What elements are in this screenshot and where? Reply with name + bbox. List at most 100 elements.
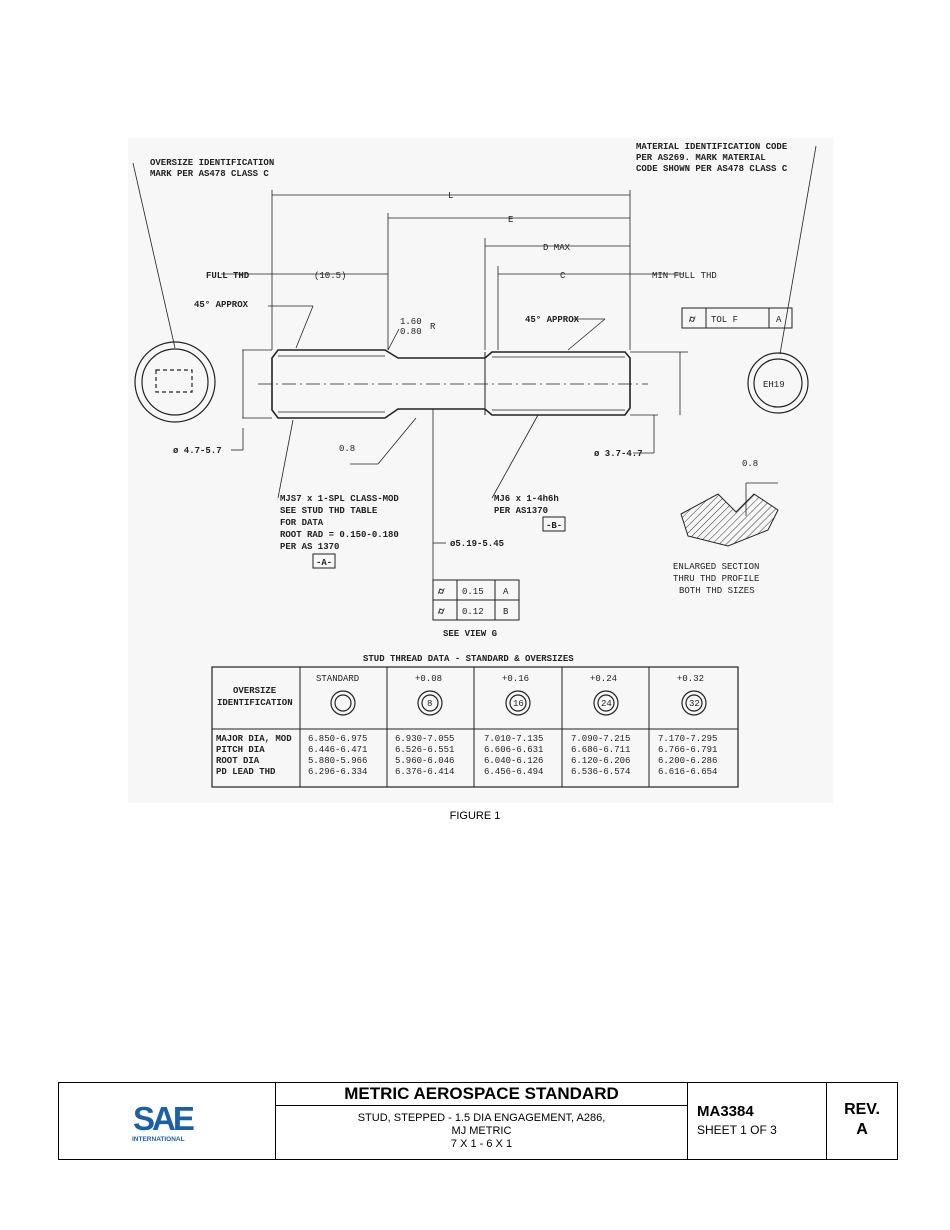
revision-value: A [856, 1121, 868, 1138]
description-line-1: STUD, STEPPED - 1.5 DIA ENGAGEMENT, A286… [357, 1112, 606, 1124]
thread-right-2: PER AS1370 [494, 506, 548, 516]
table-col-standard: STANDARD [316, 674, 359, 684]
enlarged-1: ENLARGED SECTION [673, 562, 759, 572]
table-cell: 6.200-6.286 [658, 756, 717, 766]
table-cell: 6.686-6.711 [571, 745, 630, 755]
radius-top: 1.60 [400, 317, 422, 327]
datum-a: -A- [316, 558, 332, 568]
dia-mid: ø5.19-5.45 [450, 539, 504, 549]
oversize-note-line2: MARK PER AS478 CLASS C [150, 169, 269, 179]
stud-body [258, 349, 648, 419]
marker-8: 8 [427, 699, 432, 709]
tol-box-label: TOL F [711, 315, 738, 325]
revision-block: REV. A [827, 1083, 897, 1140]
table-cell: 6.616-6.654 [658, 767, 717, 777]
standard-title: METRIC AEROSPACE STANDARD [276, 1083, 687, 1106]
table-row-header-2: IDENTIFICATION [217, 698, 293, 708]
dim-L: L [448, 191, 453, 201]
drawing-svg: OVERSIZE IDENTIFICATION MARK PER AS478 C… [132, 142, 817, 788]
approx-right: 45° APPROX [525, 315, 580, 325]
dim-D: D MAX [543, 243, 571, 253]
thread-left-1: MJS7 x 1-SPL CLASS-MOD [280, 494, 399, 504]
thread-left-4: ROOT RAD = 0.150-0.180 [280, 530, 399, 540]
left-end-view-outer [134, 341, 216, 423]
table-cell: 6.850-6.975 [308, 734, 367, 744]
marker-24: 24 [601, 699, 612, 709]
description-line-3: 7 X 1 - 6 X 1 [450, 1138, 513, 1150]
mark-code: EH19 [763, 380, 785, 390]
table-col-024: +0.24 [590, 674, 617, 684]
logo-cell: SAE INTERNATIONAL [59, 1083, 276, 1159]
row-label-major: MAJOR DIA, MOD [216, 734, 292, 744]
oversize-note-line1: OVERSIZE IDENTIFICATION [150, 158, 274, 168]
sheet-number: SHEET 1 OF 3 [697, 1123, 777, 1137]
engineering-drawing: OVERSIZE IDENTIFICATION MARK PER AS478 C… [128, 138, 833, 803]
fcf-row2-datum: B [503, 607, 509, 617]
radius-bottom: 0.80 [400, 327, 422, 337]
table-cell: 6.606-6.631 [484, 745, 543, 755]
dia-right: ø 3.7-4.7 [594, 449, 643, 459]
description-line-2: MJ METRIC [451, 1125, 512, 1137]
material-note-line2: PER AS269. MARK MATERIAL [636, 153, 766, 163]
material-note-line1: MATERIAL IDENTIFICATION CODE [636, 142, 788, 152]
title-block: SAE INTERNATIONAL METRIC AEROSPACE STAND… [58, 1082, 898, 1160]
dia-left: ø 4.7-5.7 [173, 446, 222, 456]
enlarged-3: BOTH THD SIZES [679, 586, 755, 596]
figure-caption: FIGURE 1 [449, 810, 501, 822]
table-cell: 6.456-6.494 [484, 767, 543, 777]
radius-r: R [430, 322, 436, 332]
thread-left-3: FOR DATA [280, 518, 324, 528]
full-thd-label: FULL THD [206, 271, 250, 281]
flatness-symbol-row1: ⌭ [437, 587, 445, 597]
right-end-view-outer [747, 352, 809, 414]
table-markers: 8 16 24 32 [427, 699, 700, 709]
material-note-line3: CODE SHOWN PER AS478 CLASS C [636, 164, 788, 174]
table-cell: 6.120-6.206 [571, 756, 630, 766]
fcf-row1-datum: A [503, 587, 509, 597]
left-end-view-inner [141, 348, 209, 416]
fcf-row2-tol: 0.12 [462, 607, 484, 617]
logo-subtext: INTERNATIONAL [132, 1136, 185, 1143]
table-cell: 6.526-6.551 [395, 745, 454, 755]
table-cell: 7.170-7.295 [658, 734, 717, 744]
sae-logo: SAE INTERNATIONAL [131, 1099, 201, 1143]
revision-cell: REV. A [827, 1083, 897, 1159]
tol-box-datum: A [776, 315, 782, 325]
thread-left-2: SEE STUD THD TABLE [280, 506, 378, 516]
thread-right-1: MJ6 x 1-4h6h [494, 494, 559, 504]
fcf-row1-tol: 0.15 [462, 587, 484, 597]
row-label-root: ROOT DIA [216, 756, 260, 766]
datum-b: -B- [546, 521, 562, 531]
title-cell: METRIC AEROSPACE STANDARD STUD, STEPPED … [276, 1083, 688, 1159]
table-cell: 6.040-6.126 [484, 756, 543, 766]
see-view: SEE VIEW G [443, 629, 497, 639]
table-cell: 6.296-6.334 [308, 767, 367, 777]
table-cell: 5.880-5.966 [308, 756, 367, 766]
revision-label: REV. [844, 1101, 880, 1118]
dim-10-5: (10.5) [314, 271, 346, 281]
table-cell: 6.536-6.574 [571, 767, 630, 777]
thread-left-5: PER AS 1370 [280, 542, 339, 552]
approx-left: 45° APPROX [194, 300, 249, 310]
table-col-032: +0.32 [677, 674, 704, 684]
oversize-mark-area [155, 369, 193, 393]
table-cell: 6.446-6.471 [308, 745, 367, 755]
marker-32: 32 [689, 699, 700, 709]
min-full-thd-label: MIN FULL THD [652, 271, 717, 281]
table-row-header-1: OVERSIZE [233, 686, 277, 696]
flatness-symbol-top: ⌭ [688, 315, 696, 325]
document-cell: MA3384 SHEET 1 OF 3 [688, 1083, 827, 1159]
groove-value: 0.8 [742, 459, 758, 469]
table-values: 6.850-6.975 6.446-6.471 5.880-5.966 6.29… [308, 734, 717, 777]
flatness-symbol-row2: ⌭ [437, 607, 445, 617]
table-cell: 7.010-7.135 [484, 734, 543, 744]
row-label-pd: PD LEAD THD [216, 767, 276, 777]
table-cell: 6.766-6.791 [658, 745, 717, 755]
table-title: STUD THREAD DATA - STANDARD & OVERSIZES [363, 654, 574, 664]
dim-C: C [560, 271, 566, 281]
table-cell: 5.960-6.046 [395, 756, 454, 766]
row-label-pitch: PITCH DIA [216, 745, 265, 755]
sae-logo-graphic: SAE INTERNATIONAL [132, 1100, 197, 1143]
marker-16: 16 [513, 699, 524, 709]
chamfer-value: 0.8 [339, 444, 355, 454]
